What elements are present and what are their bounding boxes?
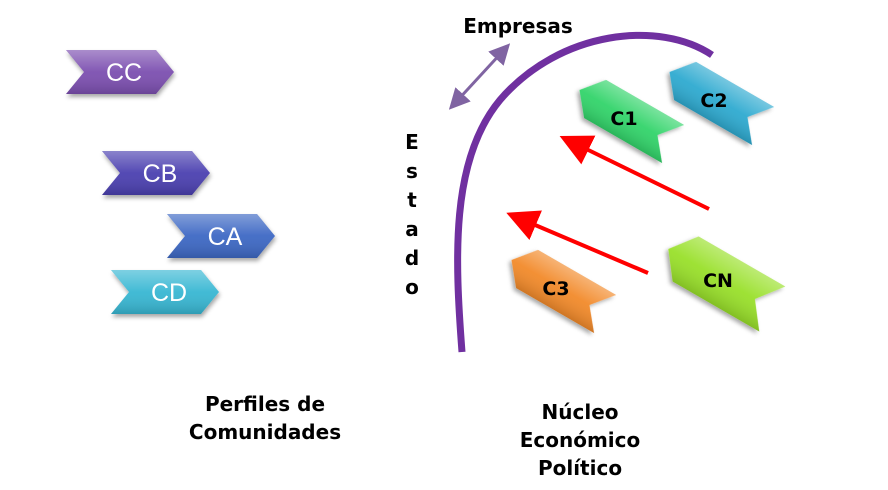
chevron-label: CC [106, 59, 142, 87]
profiles-caption: Perfiles de Comunidades [150, 390, 380, 446]
profile-chevron-cd: CD [111, 270, 219, 314]
core-chevron-cn: CN [668, 236, 786, 332]
estado-letter: d [404, 246, 420, 270]
estado-letter: a [405, 217, 419, 241]
chevron-label: C3 [542, 278, 569, 300]
core-caption-line2: Económico [519, 428, 641, 452]
flow-arrow-lower [506, 210, 649, 275]
flow-arrow-upper [559, 135, 710, 211]
profile-chevron-cb: CB [102, 151, 210, 195]
chevron-label: C2 [700, 90, 727, 112]
profile-chevron-cc: CC [66, 50, 174, 94]
core-caption: Núcleo Económico Político [470, 398, 690, 482]
profile-chevron-ca: CA [167, 214, 275, 258]
profiles-caption-line1: Perfiles de [204, 392, 326, 416]
core-chevron-c2: C2 [669, 61, 775, 146]
estado-letter: E [405, 130, 419, 154]
core-chevron-c3: C3 [511, 249, 617, 334]
double-arrow-icon [448, 43, 511, 110]
core-caption-line1: Núcleo [541, 400, 619, 424]
core-chevron-c1: C1 [579, 79, 685, 164]
profiles-caption-line2: Comunidades [188, 420, 342, 444]
core-caption-line3: Político [537, 456, 623, 480]
chevron-label: CN [703, 270, 733, 292]
chevron-label: CD [151, 279, 187, 307]
chevron-label: C1 [610, 108, 637, 130]
chevron-label: CA [208, 223, 243, 251]
estado-letter: o [405, 275, 419, 299]
empresas-label: Empresas [463, 14, 573, 38]
estado-letter: s [406, 159, 418, 183]
chevron-label: CB [143, 160, 178, 188]
estado-letter: t [407, 188, 417, 212]
